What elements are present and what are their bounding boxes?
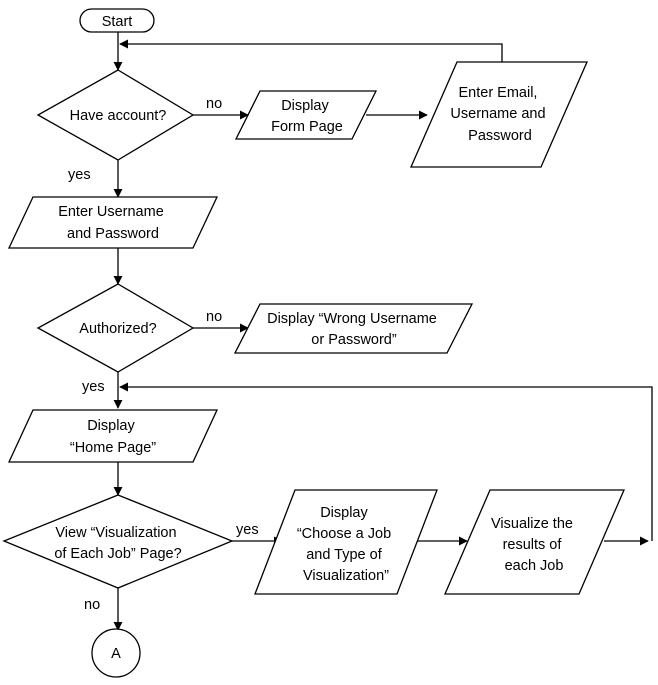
enter-email-line-1: Enter Email, xyxy=(458,85,537,101)
visualize-results-line-3: each Job xyxy=(505,558,564,574)
edges xyxy=(113,32,653,631)
display-form-label: Display Form Page xyxy=(271,98,343,135)
visualize-results-box xyxy=(444,489,625,595)
display-form-line-2: Form Page xyxy=(271,119,343,135)
enter-email-label: Enter Email, Username and Password xyxy=(450,85,549,144)
visualize-results-label: Visualize the results of each Job xyxy=(491,516,577,574)
connector-a-circle xyxy=(91,628,141,678)
choose-job-line-2: “Choose a Job xyxy=(297,526,391,542)
choose-job-box xyxy=(254,489,438,595)
choose-job-line-4: Visualization” xyxy=(303,568,389,584)
authorized-decision xyxy=(36,283,195,373)
start-terminal xyxy=(79,8,155,33)
enter-email-line-3: Password xyxy=(468,128,532,144)
view-visualization-line-1: View “Visualization xyxy=(55,525,176,541)
display-home-box xyxy=(7,409,219,463)
have-account-label: Have account? xyxy=(70,108,167,124)
display-home-label: Display “Home Page” xyxy=(70,418,156,456)
connector-a-label: A xyxy=(111,646,121,662)
start-label: Start xyxy=(102,14,133,30)
have-account-decision xyxy=(36,69,195,161)
display-home-line-1: Display xyxy=(87,418,135,434)
choose-job-line-1: Display xyxy=(320,505,368,521)
view-visualization-yes-label: yes xyxy=(236,522,259,538)
enter-credentials-label: Enter Username and Password xyxy=(58,204,168,242)
display-wrong-box xyxy=(233,303,474,354)
choose-job-label: Display “Choose a Job and Type of Visual… xyxy=(297,505,395,584)
enter-credentials-line-2: and Password xyxy=(67,226,159,242)
choose-job-line-3: and Type of xyxy=(306,547,382,563)
display-wrong-label: Display “Wrong Username or Password” xyxy=(267,311,441,348)
edge-enter-email-back-to-have-account xyxy=(119,39,503,62)
visualize-results-line-1: Visualize the xyxy=(491,516,573,532)
have-account-yes-label: yes xyxy=(68,167,91,183)
enter-credentials-line-1: Enter Username xyxy=(58,204,164,220)
display-home-line-2: “Home Page” xyxy=(70,440,156,456)
have-account-no-label: no xyxy=(206,96,222,112)
display-form-box xyxy=(234,90,378,140)
enter-email-line-2: Username and xyxy=(450,106,545,122)
visualize-results-line-2: results of xyxy=(503,537,563,553)
display-form-line-1: Display xyxy=(281,98,329,114)
authorized-label: Authorized? xyxy=(79,321,156,337)
view-visualization-no-label: no xyxy=(84,597,100,613)
edge-loop-back-to-home xyxy=(119,382,653,541)
display-wrong-line-2: or Password” xyxy=(311,332,397,348)
view-visualization-decision xyxy=(2,494,234,589)
enter-email-box xyxy=(410,61,588,168)
enter-credentials-box xyxy=(7,196,219,249)
authorized-yes-label: yes xyxy=(82,379,105,395)
display-wrong-line-1: Display “Wrong Username xyxy=(267,311,437,327)
authorized-no-label: no xyxy=(206,309,222,325)
view-visualization-label: View “Visualization of Each Job” Page? xyxy=(54,525,181,562)
view-visualization-line-2: of Each Job” Page? xyxy=(54,546,181,562)
